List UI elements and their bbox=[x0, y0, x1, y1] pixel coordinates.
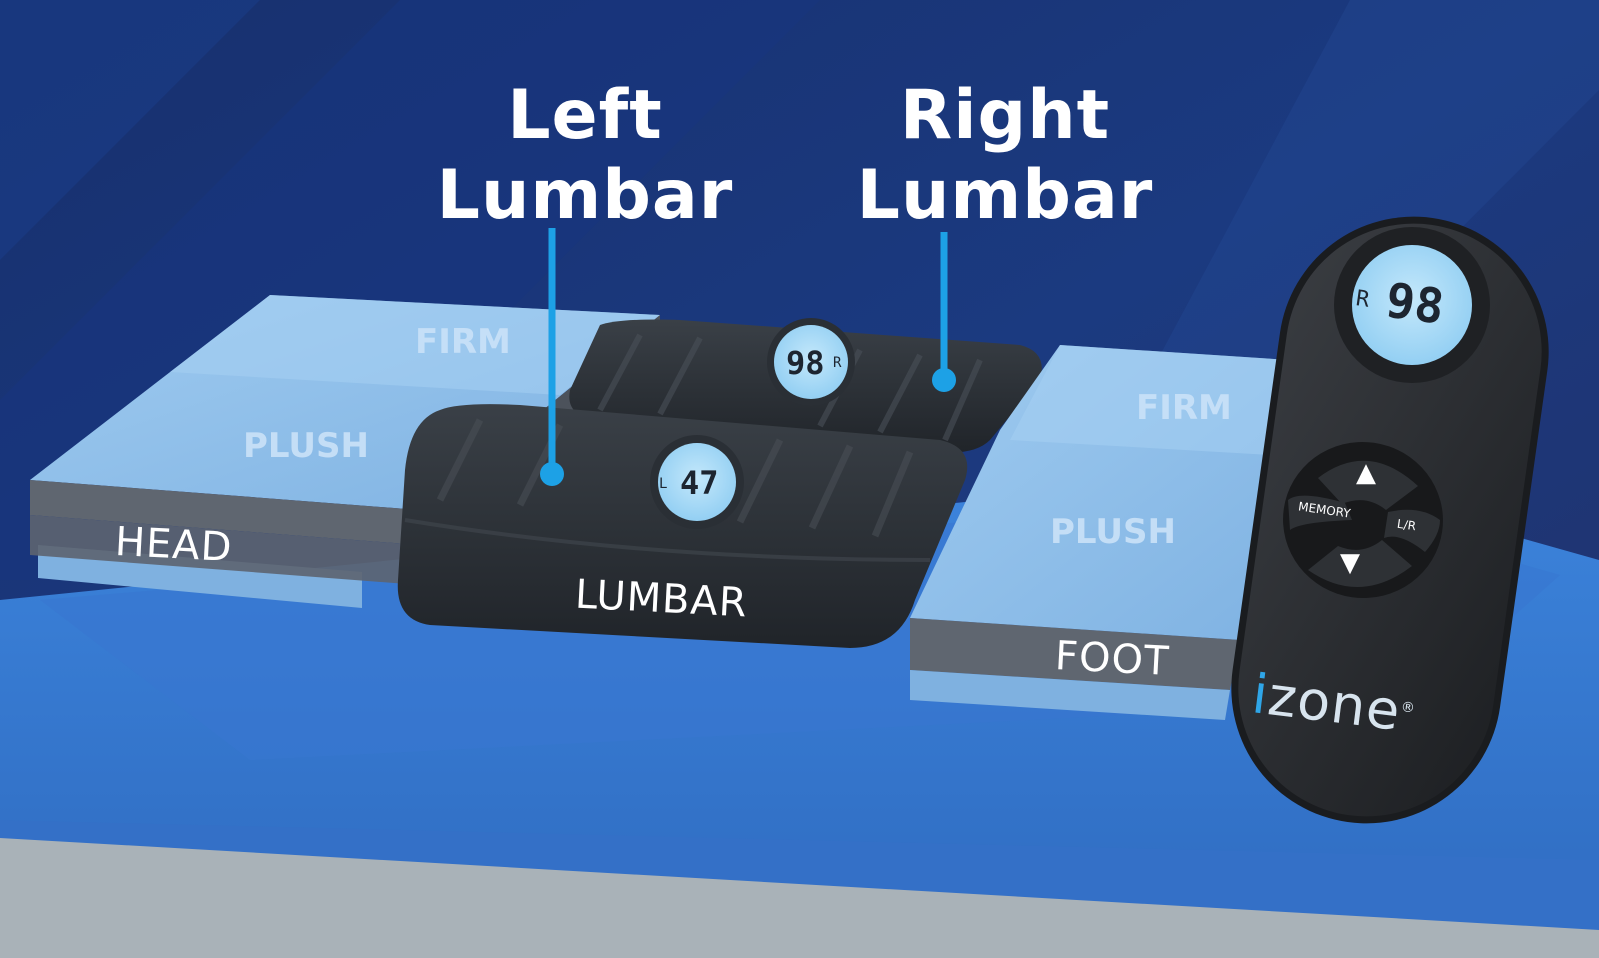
floor-strip bbox=[0, 838, 1599, 958]
remote-display bbox=[1352, 245, 1472, 365]
foot-firm-label: FIRM bbox=[1136, 388, 1232, 428]
remote-display-value: 98 bbox=[1382, 272, 1448, 336]
remote-down-button[interactable]: ▼ bbox=[1340, 548, 1360, 578]
right-callout-line1: Right bbox=[899, 76, 1111, 155]
left-callout-line2: Lumbar bbox=[436, 156, 734, 235]
head-firm-label: FIRM bbox=[415, 322, 511, 362]
lumbar-band-label: LUMBAR bbox=[573, 571, 749, 627]
foot-foam-block bbox=[910, 345, 1290, 720]
left-pad-side: L bbox=[659, 476, 668, 492]
remote-control bbox=[1231, 216, 1549, 824]
left-callout-dot bbox=[540, 462, 564, 486]
left-pad-display bbox=[658, 443, 736, 521]
foot-band-label: FOOT bbox=[1053, 633, 1171, 685]
right-callout-dot bbox=[932, 368, 956, 392]
left-pad-value: 47 bbox=[680, 464, 719, 502]
right-lumbar-callout: Right Lumbar bbox=[840, 76, 1170, 236]
head-band-label: HEAD bbox=[113, 518, 234, 572]
izone-logo-mark: ® bbox=[1399, 699, 1417, 717]
right-pad-value: 98 bbox=[786, 344, 825, 382]
remote-lr-button[interactable]: L/R bbox=[1396, 516, 1417, 534]
head-plush-label: PLUSH bbox=[243, 426, 369, 466]
bg-stripe bbox=[1120, 0, 1599, 430]
left-callout-line1: Left bbox=[507, 76, 663, 155]
left-lumbar-callout: Left Lumbar bbox=[420, 76, 750, 236]
foot-plush-label: PLUSH bbox=[1050, 512, 1176, 552]
right-pad-side: R bbox=[833, 355, 842, 371]
right-pad-display bbox=[774, 325, 848, 399]
bg-stripe bbox=[0, 0, 260, 260]
remote-up-button[interactable]: ▲ bbox=[1356, 458, 1376, 488]
right-callout-line2: Lumbar bbox=[856, 156, 1154, 235]
